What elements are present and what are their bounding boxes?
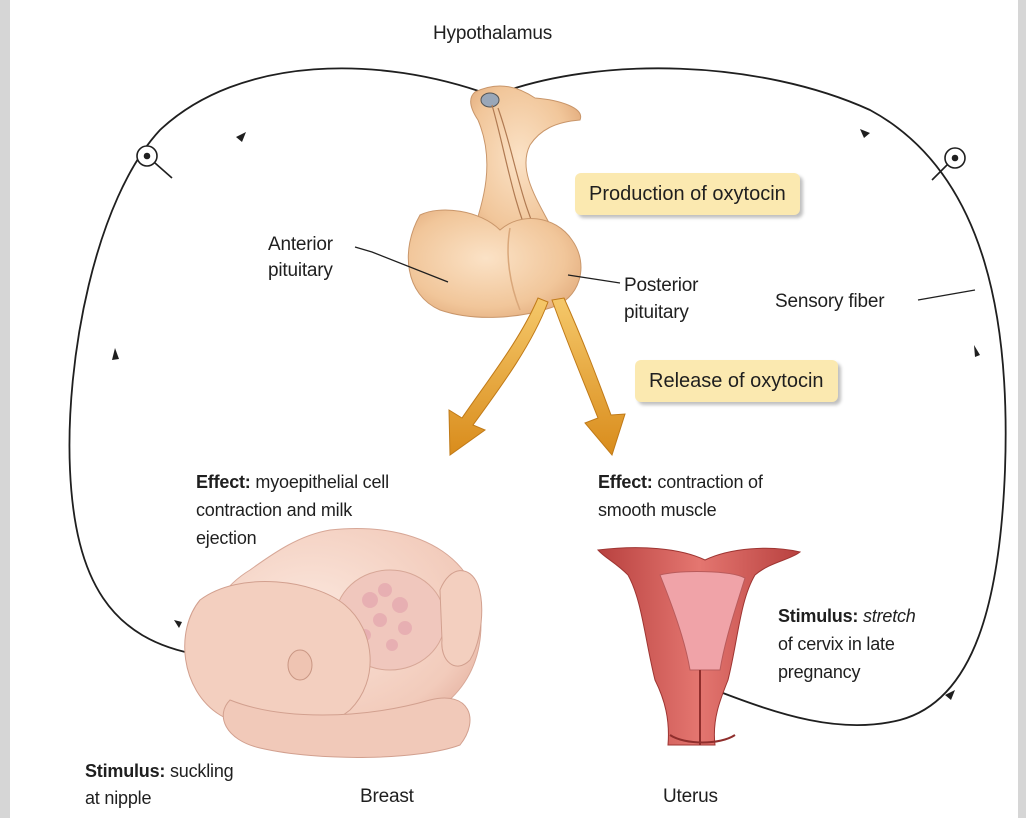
- hypothalamus-label: Hypothalamus: [433, 22, 552, 46]
- stimulus-left-text: Stimulus: suckling at nipple: [85, 758, 233, 812]
- effect-left-text: Effect: myoepithelial cell contraction a…: [196, 468, 389, 552]
- breast-label: Breast: [360, 785, 414, 809]
- release-arrow-icon: [449, 298, 548, 455]
- stimulus-right-text: Stimulus: stretch of cervix in late preg…: [778, 602, 916, 686]
- neuron-body-icon: [137, 146, 172, 178]
- release-of-oxytocin-box: Release of oxytocin: [635, 360, 838, 402]
- posterior-pituitary-label: Posterior pituitary: [624, 272, 698, 326]
- sensory-fiber-label: Sensory fiber: [775, 290, 884, 314]
- production-of-oxytocin-box: Production of oxytocin: [575, 173, 800, 215]
- anterior-pituitary-label: Anterior pituitary: [268, 232, 333, 284]
- uterus-illustration: [598, 548, 800, 745]
- uterus-label: Uterus: [663, 785, 718, 809]
- breastfeeding-illustration: [185, 528, 482, 757]
- effect-right-text: Effect: contraction of smooth muscle: [598, 468, 763, 524]
- neuron-body-icon: [932, 148, 965, 180]
- release-arrow-icon: [552, 298, 625, 455]
